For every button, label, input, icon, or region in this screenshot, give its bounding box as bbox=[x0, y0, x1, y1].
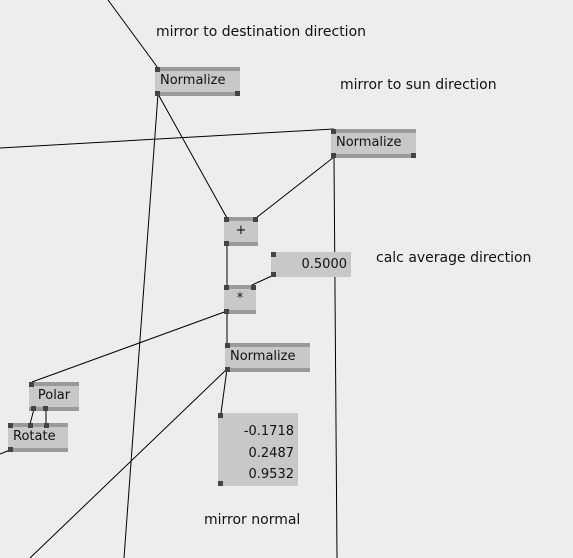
vector-x-value: -0.1718 bbox=[243, 424, 294, 439]
input-pin[interactable] bbox=[224, 217, 229, 222]
wire bbox=[29, 408, 35, 425]
input-pin[interactable] bbox=[253, 217, 258, 222]
output-pin[interactable] bbox=[411, 153, 416, 158]
node-label: * bbox=[236, 291, 244, 306]
output-pin[interactable] bbox=[235, 91, 240, 96]
output-pin[interactable] bbox=[43, 406, 48, 411]
node-label: Normalize bbox=[336, 135, 402, 150]
input-pin[interactable] bbox=[271, 252, 276, 257]
output-pin[interactable] bbox=[8, 447, 13, 452]
wire bbox=[157, 93, 228, 219]
vector-z-value: 0.9532 bbox=[248, 467, 295, 482]
scalar-value-node[interactable]: 0.5000 bbox=[271, 252, 351, 277]
node-label: Normalize bbox=[230, 349, 296, 364]
input-pin[interactable] bbox=[8, 423, 13, 428]
wire bbox=[29, 368, 228, 558]
comment-mirror-sun: mirror to sun direction bbox=[340, 77, 497, 93]
wire bbox=[220, 368, 228, 414]
node-label: + bbox=[235, 223, 247, 238]
wire bbox=[333, 156, 338, 558]
input-pin[interactable] bbox=[218, 413, 223, 418]
add-node[interactable]: + bbox=[224, 217, 258, 246]
output-pin[interactable] bbox=[331, 153, 336, 158]
input-pin[interactable] bbox=[225, 343, 230, 348]
comment-mirror-destination: mirror to destination direction bbox=[156, 24, 367, 40]
node-label: Rotate bbox=[13, 429, 56, 444]
scalar-value[interactable]: 0.5000 bbox=[301, 257, 348, 272]
normalize-sun-node[interactable]: Normalize bbox=[331, 129, 416, 158]
input-pin[interactable] bbox=[155, 67, 160, 72]
wire bbox=[251, 274, 275, 286]
input-pin[interactable] bbox=[44, 423, 49, 428]
node-label: Normalize bbox=[160, 73, 226, 88]
polar-node[interactable]: Polar bbox=[29, 382, 79, 411]
output-pin[interactable] bbox=[155, 91, 160, 96]
wire bbox=[0, 128, 335, 149]
input-pin[interactable] bbox=[331, 129, 336, 134]
wire bbox=[123, 93, 159, 558]
input-pin[interactable] bbox=[28, 423, 33, 428]
vector-value-box[interactable]: -0.1718 0.2487 0.9532 bbox=[218, 413, 298, 486]
normalize-destination-node[interactable]: Normalize bbox=[155, 67, 240, 96]
vector-y-value: 0.2487 bbox=[248, 446, 295, 461]
output-pin[interactable] bbox=[224, 309, 229, 314]
wire bbox=[107, 0, 159, 69]
output-pin[interactable] bbox=[31, 406, 36, 411]
wire bbox=[31, 310, 228, 383]
rotate-node[interactable]: Rotate bbox=[8, 423, 68, 452]
wire bbox=[255, 156, 335, 219]
input-pin[interactable] bbox=[224, 285, 229, 290]
normalize-mirror-node[interactable]: Normalize bbox=[225, 343, 310, 372]
multiply-node[interactable]: * bbox=[224, 285, 256, 314]
output-pin[interactable] bbox=[218, 481, 223, 486]
comment-calc-average: calc average direction bbox=[376, 250, 532, 266]
input-pin[interactable] bbox=[251, 285, 256, 290]
input-pin[interactable] bbox=[29, 382, 34, 387]
output-pin[interactable] bbox=[224, 241, 229, 246]
output-pin[interactable] bbox=[225, 367, 230, 372]
node-label: Polar bbox=[37, 388, 71, 403]
output-pin[interactable] bbox=[271, 272, 276, 277]
comment-mirror-normal: mirror normal bbox=[204, 512, 301, 528]
